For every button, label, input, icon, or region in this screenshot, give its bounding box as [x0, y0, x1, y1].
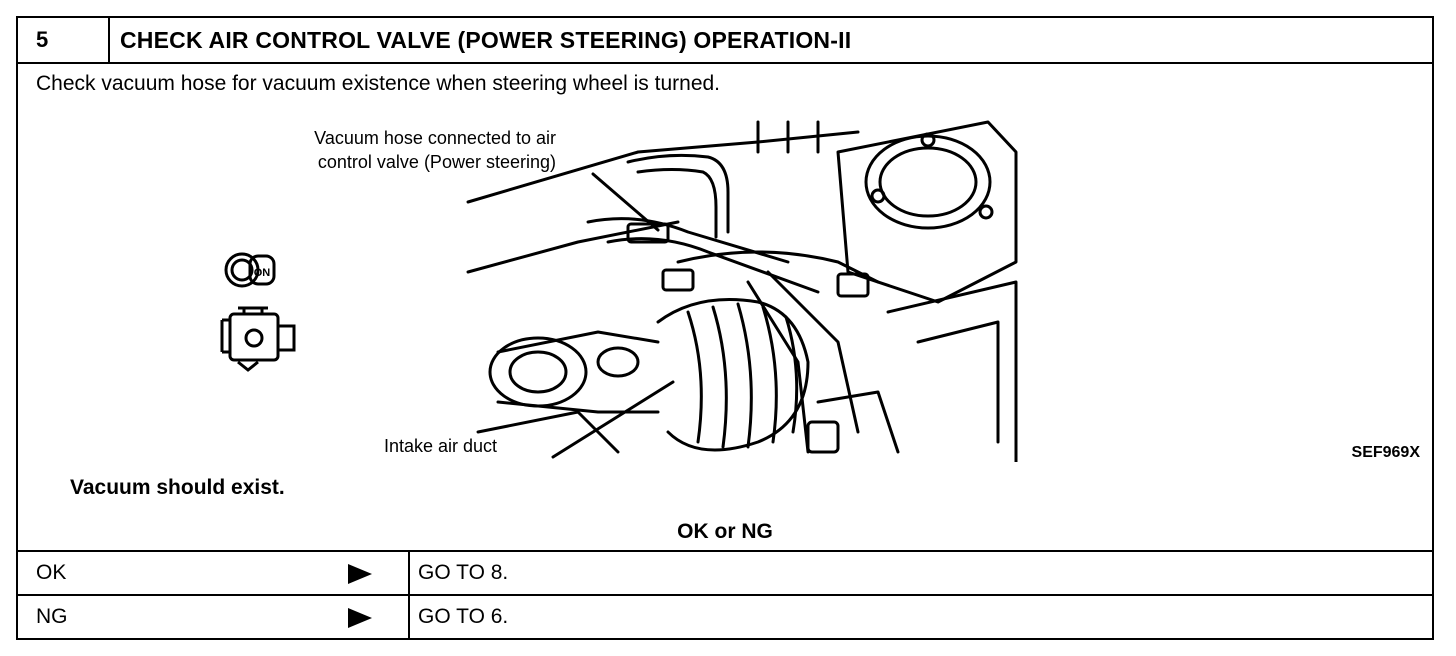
column-divider: [408, 552, 410, 594]
result-row-ng: NG GO TO 6.: [18, 594, 1432, 638]
engine-icon: [220, 306, 296, 372]
instruction-text: Check vacuum hose for vacuum existence w…: [36, 72, 721, 95]
arrow-right-icon: [348, 564, 372, 584]
step-header: 5 CHECK AIR CONTROL VALVE (POWER STEERIN…: [18, 18, 1432, 64]
figure-id: SEF969X: [1351, 444, 1420, 461]
key-on-label: ON: [254, 267, 271, 279]
result-label: NG: [36, 605, 68, 628]
diagnostic-step-table: 5 CHECK AIR CONTROL VALVE (POWER STEERIN…: [16, 16, 1434, 640]
arrow-right-icon: [348, 608, 372, 628]
column-divider: [408, 596, 410, 638]
result-action: GO TO 6.: [418, 605, 509, 628]
vacuum-hose-callout: Vacuum hose connected to air control val…: [236, 126, 556, 174]
expected-result: Vacuum should exist.: [70, 476, 285, 499]
result-heading: OK or NG: [677, 520, 773, 543]
vacuum-hose-callout-line2: control valve (Power steering): [317, 152, 556, 172]
result-action: GO TO 8.: [418, 561, 509, 584]
step-number: 5: [18, 18, 110, 62]
intake-air-duct-callout: Intake air duct: [384, 434, 498, 458]
ignition-on-icon: ON: [220, 252, 296, 372]
result-label: OK: [36, 561, 67, 584]
engine-compartment-illustration: [466, 120, 1018, 462]
step-title: CHECK AIR CONTROL VALVE (POWER STEERING)…: [120, 27, 852, 53]
vacuum-hose-callout-line1: Vacuum hose connected to air: [314, 128, 556, 148]
result-row-ok: OK GO TO 8.: [18, 550, 1432, 594]
